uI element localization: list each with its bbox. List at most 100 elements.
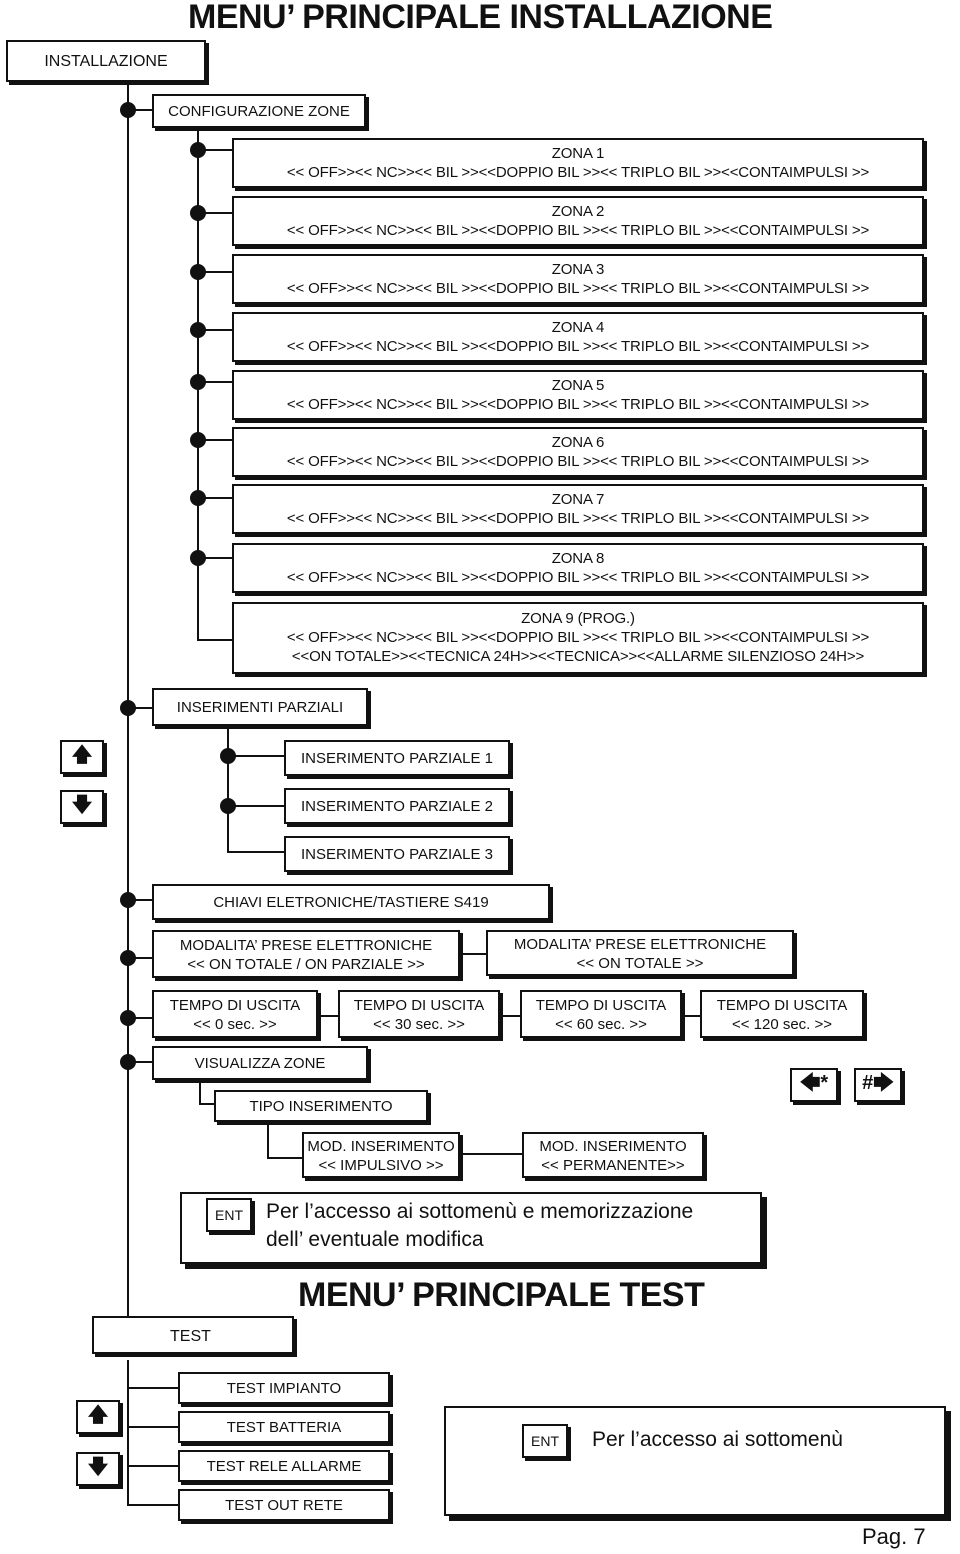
key-down-button[interactable]: 🡇 [60, 790, 104, 824]
zona-options: << OFF>><< NC>><< BIL >><<DOPPIO BIL >><… [286, 396, 870, 413]
junction-dot [190, 550, 206, 566]
note-box-test [444, 1406, 946, 1516]
zona-title: ZONA 3 [551, 261, 605, 278]
zona-title: ZONA 5 [551, 377, 605, 394]
tempo-uscita-30[interactable]: TEMPO DI USCITA << 30 sec. >> [338, 990, 500, 1038]
tipo-inserimento-label: TIPO INSERIMENTO [249, 1098, 393, 1115]
modalita-right-line1: MODALITA’ PRESE ELETTRONICHE [513, 936, 767, 953]
zona-box-3[interactable]: ZONA 3 << OFF>><< NC>><< BIL >><<DOPPIO … [232, 254, 924, 304]
inserimento-parziale-1[interactable]: INSERIMENTO PARZIALE 1 [284, 740, 510, 776]
junction-dot [220, 798, 236, 814]
modalita-right-line2: << ON TOTALE >> [576, 955, 704, 972]
mod-permanente-line1: MOD. INSERIMENTO [539, 1138, 687, 1155]
test-label: TEST [170, 1328, 211, 1345]
test-impianto[interactable]: TEST IMPIANTO [178, 1372, 390, 1404]
key-up-button[interactable]: 🡅 [60, 740, 104, 774]
junction-dot [120, 892, 136, 908]
ent-key[interactable]: ENT [522, 1424, 568, 1458]
tempo-value: << 0 sec. >> [193, 1016, 277, 1033]
zona-box-4[interactable]: ZONA 4 << OFF>><< NC>><< BIL >><<DOPPIO … [232, 312, 924, 362]
tempo-uscita-0[interactable]: TEMPO DI USCITA << 0 sec. >> [152, 990, 318, 1038]
page-number: Pag. 7 [862, 1524, 926, 1549]
configurazione-zone-box[interactable]: CONFIGURAZIONE ZONE [152, 94, 366, 128]
zona-options: << OFF>><< NC>><< BIL >><<DOPPIO BIL >><… [286, 629, 870, 646]
mod-permanente-line2: << PERMANENTE>> [541, 1157, 685, 1174]
tempo-label: TEMPO DI USCITA [716, 997, 848, 1014]
junction-dot [190, 490, 206, 506]
tempo-uscita-60[interactable]: TEMPO DI USCITA << 60 sec. >> [520, 990, 682, 1038]
zona-title: ZONA 6 [551, 434, 605, 451]
test-box[interactable]: TEST [92, 1316, 294, 1354]
installazione-box[interactable]: INSTALLAZIONE [6, 40, 206, 82]
zona-title: ZONA 8 [551, 550, 605, 567]
visualizza-zone-box[interactable]: VISUALIZZA ZONE [152, 1046, 368, 1080]
arrow-left-star-icon: 🡄* [799, 1072, 829, 1094]
note-line2: dell’ eventuale modifica [266, 1228, 484, 1251]
junction-dot [120, 950, 136, 966]
tempo-label: TEMPO DI USCITA [353, 997, 485, 1014]
zona-title: ZONA 9 (PROG.) [521, 610, 635, 627]
junction-dot [120, 1054, 136, 1070]
test-rele-allarme[interactable]: TEST RELE ALLARME [178, 1450, 390, 1482]
test-item-label: TEST OUT RETE [225, 1497, 343, 1514]
junction-dot [190, 264, 206, 280]
inserimento-parziale-2[interactable]: INSERIMENTO PARZIALE 2 [284, 788, 510, 824]
tempo-label: TEMPO DI USCITA [169, 997, 301, 1014]
inserimento-parziale-label: INSERIMENTO PARZIALE 1 [301, 750, 493, 767]
chiavi-label: CHIAVI ELETRONICHE/TASTIERE S419 [213, 894, 489, 911]
configurazione-zone-label: CONFIGURAZIONE ZONE [168, 103, 350, 120]
ent-label: ENT [531, 1433, 559, 1449]
title-menu-installazione: MENU’ PRINCIPALE INSTALLAZIONE [188, 0, 773, 36]
key-hash-button[interactable]: #🡆 [854, 1068, 902, 1102]
zona-box-1[interactable]: ZONA 1 << OFF>><< NC>><< BIL >><<DOPPIO … [232, 138, 924, 188]
zona-options: << OFF>><< NC>><< BIL >><<DOPPIO BIL >><… [286, 222, 870, 239]
zona-options: << OFF>><< NC>><< BIL >><<DOPPIO BIL >><… [286, 338, 870, 355]
zona-box-5[interactable]: ZONA 5 << OFF>><< NC>><< BIL >><<DOPPIO … [232, 370, 924, 420]
zona-box-6[interactable]: ZONA 6 << OFF>><< NC>><< BIL >><<DOPPIO … [232, 427, 924, 477]
junction-dot [120, 1010, 136, 1026]
arrow-down-icon: 🡇 [71, 794, 93, 816]
visualizza-zone-label: VISUALIZZA ZONE [194, 1055, 326, 1072]
key-down-button[interactable]: 🡇 [76, 1452, 120, 1486]
junction-dot [190, 432, 206, 448]
arrow-down-icon: 🡇 [87, 1456, 109, 1478]
zona-options: << OFF>><< NC>><< BIL >><<DOPPIO BIL >><… [286, 510, 870, 527]
zona-options: << OFF>><< NC>><< BIL >><<DOPPIO BIL >><… [286, 569, 870, 586]
mod-permanente-box[interactable]: MOD. INSERIMENTO << PERMANENTE>> [522, 1132, 704, 1178]
mod-impulsivo-line1: MOD. INSERIMENTO [307, 1138, 455, 1155]
junction-dot [190, 374, 206, 390]
tempo-value: << 120 sec. >> [731, 1016, 833, 1033]
inserimento-parziale-label: INSERIMENTO PARZIALE 3 [301, 846, 493, 863]
modalita-left-line1: MODALITA’ PRESE ELETTRONICHE [179, 937, 433, 954]
chiavi-box[interactable]: CHIAVI ELETRONICHE/TASTIERE S419 [152, 884, 550, 920]
test-batteria[interactable]: TEST BATTERIA [178, 1411, 390, 1443]
tempo-uscita-120[interactable]: TEMPO DI USCITA << 120 sec. >> [700, 990, 864, 1038]
key-up-button[interactable]: 🡅 [76, 1400, 120, 1434]
modalita-left-box[interactable]: MODALITA’ PRESE ELETTRONICHE << ON TOTAL… [152, 930, 460, 978]
test-out-rete[interactable]: TEST OUT RETE [178, 1489, 390, 1521]
zona-title: ZONA 4 [551, 319, 605, 336]
junction-dot [120, 102, 136, 118]
note-box-installazione [180, 1192, 762, 1264]
zona-title: ZONA 2 [551, 203, 605, 220]
arrow-up-icon: 🡅 [87, 1404, 109, 1426]
tipo-inserimento-box[interactable]: TIPO INSERIMENTO [214, 1090, 428, 1122]
zona-box-8[interactable]: ZONA 8 << OFF>><< NC>><< BIL >><<DOPPIO … [232, 543, 924, 593]
zona-box-7[interactable]: ZONA 7 << OFF>><< NC>><< BIL >><<DOPPIO … [232, 484, 924, 534]
key-star-button[interactable]: 🡄* [790, 1068, 838, 1102]
inserimenti-parziali-box[interactable]: INSERIMENTI PARZIALI [152, 688, 368, 726]
title-menu-test: MENU’ PRINCIPALE TEST [298, 1276, 705, 1314]
tempo-value: << 30 sec. >> [373, 1016, 465, 1033]
modalita-right-box[interactable]: MODALITA’ PRESE ELETTRONICHE << ON TOTAL… [486, 930, 794, 976]
test-item-label: TEST RELE ALLARME [206, 1458, 362, 1475]
ent-key[interactable]: ENT [206, 1198, 252, 1232]
zona-title: ZONA 7 [551, 491, 605, 508]
mod-impulsivo-box[interactable]: MOD. INSERIMENTO << IMPULSIVO >> [302, 1132, 460, 1178]
zona-box-2[interactable]: ZONA 2 << OFF>><< NC>><< BIL >><<DOPPIO … [232, 196, 924, 246]
zona-box-9[interactable]: ZONA 9 (PROG.) << OFF>><< NC>><< BIL >><… [232, 602, 924, 674]
junction-dot [190, 142, 206, 158]
test-item-label: TEST IMPIANTO [226, 1380, 342, 1397]
mod-impulsivo-line2: << IMPULSIVO >> [318, 1157, 444, 1174]
inserimento-parziale-3[interactable]: INSERIMENTO PARZIALE 3 [284, 836, 510, 872]
junction-dot [190, 322, 206, 338]
